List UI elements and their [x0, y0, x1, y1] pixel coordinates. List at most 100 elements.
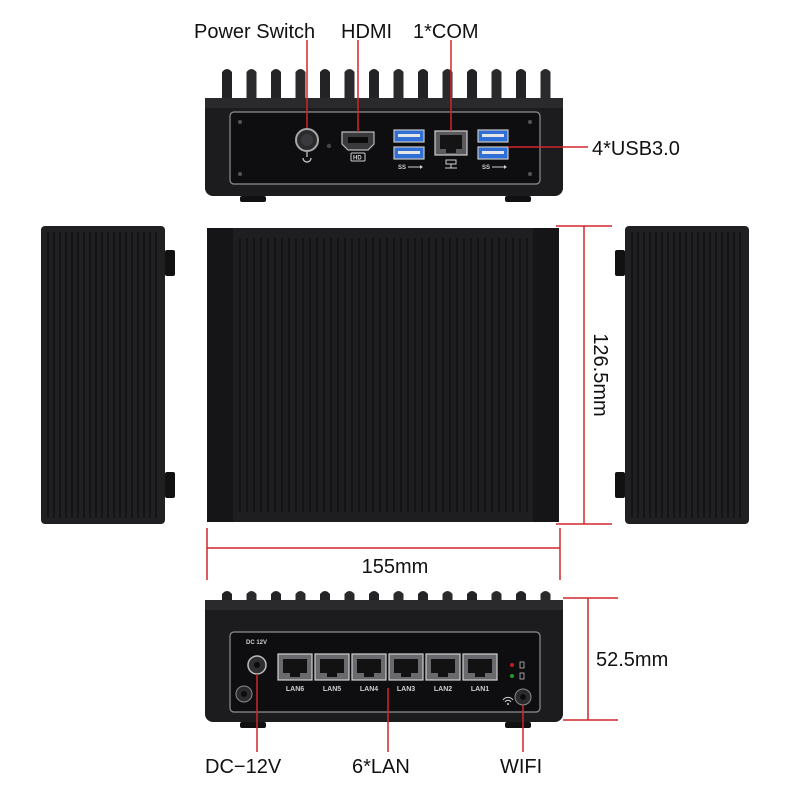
- depth-dimension: 52.5mm: [563, 597, 668, 721]
- lan-port-label: LAN6: [286, 686, 304, 693]
- lan-port: [425, 653, 461, 681]
- heatsink-fin: [442, 69, 453, 100]
- hdmi-label: HDMI: [341, 21, 392, 43]
- heatsink-fin: [344, 591, 355, 602]
- right-side-tab: [615, 250, 625, 276]
- heatsink-fin: [467, 69, 477, 100]
- heatsink-fin: [369, 69, 379, 100]
- lan-port-label: LAN1: [471, 686, 489, 693]
- top-view-grooves: [239, 238, 528, 512]
- lan-port-label: LAN5: [323, 686, 341, 693]
- heatsink-fin: [320, 591, 330, 602]
- height-label: 126.5mm: [589, 333, 611, 416]
- heatsink-fin: [271, 591, 281, 602]
- heatsink-fin: [442, 591, 453, 602]
- hdmi-icon: HD: [350, 152, 366, 162]
- heatsink-fin: [222, 69, 232, 100]
- heatsink-fin: [418, 69, 428, 100]
- heatsink-fin: [222, 591, 232, 602]
- usb-logo-left: SS: [398, 165, 406, 171]
- heatsink-fin: [295, 69, 306, 100]
- lan-port: [277, 653, 313, 681]
- rear-heatsink-fins: [222, 591, 551, 602]
- hdmi-logo-text: HD: [353, 156, 362, 162]
- heatsink-fin: [516, 591, 526, 602]
- panel-screw: [528, 172, 532, 176]
- usb-icon: [408, 165, 423, 169]
- front-foot-left: [240, 196, 266, 202]
- power-button: [295, 128, 319, 163]
- dc-jack: DC 12V: [246, 640, 267, 675]
- antenna-mount-left: [235, 685, 253, 703]
- panel-screw: [238, 120, 242, 124]
- heatsink-fin: [540, 591, 551, 602]
- rear-view: DC 12V LAN6 LAN5 LAN4 LAN3 LAN2 LAN1: [205, 591, 668, 778]
- right-side-view: [615, 226, 749, 524]
- width-dimension: 155mm: [206, 528, 561, 580]
- depth-label: 52.5mm: [596, 649, 668, 671]
- right-side-grooves: [631, 232, 741, 518]
- width-label: 155mm: [362, 556, 429, 578]
- left-side-tab: [165, 472, 175, 498]
- lan-port: [388, 653, 424, 681]
- usb-label: 4*USB3.0: [592, 138, 680, 160]
- heatsink-fin: [491, 69, 502, 100]
- power-icon: [302, 152, 312, 163]
- antenna-mount-right: [514, 688, 532, 706]
- lan-label: 6*LAN: [352, 756, 410, 778]
- power-led: [326, 143, 332, 149]
- lan-port: [351, 653, 387, 681]
- heatsink-fin: [393, 69, 404, 100]
- left-side-tab: [165, 250, 175, 276]
- left-side-view: [41, 226, 175, 524]
- top-view-right-rail: [533, 228, 559, 522]
- lan-port-label: LAN2: [434, 686, 452, 693]
- lan-port-label: LAN3: [397, 686, 415, 693]
- rear-foot-left: [240, 722, 266, 728]
- heatsink-fin: [393, 591, 404, 602]
- heatsink-fin: [418, 591, 428, 602]
- usb-port-stack-left: SS: [393, 129, 425, 171]
- heatsink-fin: [491, 591, 502, 602]
- top-view-left-rail: [207, 228, 233, 522]
- com-label: 1*COM: [413, 21, 479, 43]
- heatsink-fin: [271, 69, 281, 100]
- usb-icon: [492, 165, 507, 169]
- front-foot-right: [505, 196, 531, 202]
- front-view: HD SS: [194, 21, 680, 202]
- heatsink-fin: [516, 69, 526, 100]
- heatsink-fin: [369, 591, 379, 602]
- lan-port-label: LAN4: [360, 686, 378, 693]
- left-side-grooves: [47, 232, 157, 518]
- rear-chassis-top-edge: [205, 600, 563, 610]
- front-heatsink-fins: [222, 69, 551, 100]
- top-view: [207, 228, 559, 522]
- panel-screw: [528, 120, 532, 124]
- power-switch-label: Power Switch: [194, 21, 315, 43]
- lan-port: [462, 653, 498, 681]
- heatsink-fin: [320, 69, 330, 100]
- usb-port-stack-right: SS: [477, 129, 509, 171]
- usb-logo-right: SS: [482, 165, 490, 171]
- front-chassis-top-edge: [205, 98, 563, 108]
- led-indicator-icon: [510, 661, 525, 680]
- wifi-label: WIFI: [500, 756, 542, 778]
- wifi-icon: [502, 696, 514, 705]
- lan-port-row: LAN6 LAN5 LAN4 LAN3 LAN2 LAN1: [277, 653, 498, 693]
- heatsink-fin: [467, 591, 477, 602]
- heatsink-fin: [246, 591, 257, 602]
- network-icon: [445, 159, 457, 169]
- heatsink-fin: [344, 69, 355, 100]
- hdmi-port: HD: [341, 131, 375, 162]
- panel-screw: [238, 172, 242, 176]
- rear-foot-right: [505, 722, 531, 728]
- dc-label: DC−12V: [205, 756, 282, 778]
- heatsink-fin: [246, 69, 257, 100]
- heatsink-fin: [295, 591, 306, 602]
- heatsink-fin: [540, 69, 551, 100]
- height-dimension: 126.5mm: [556, 225, 612, 525]
- right-side-tab: [615, 472, 625, 498]
- lan-port: [314, 653, 350, 681]
- dc-mark: DC 12V: [246, 640, 267, 646]
